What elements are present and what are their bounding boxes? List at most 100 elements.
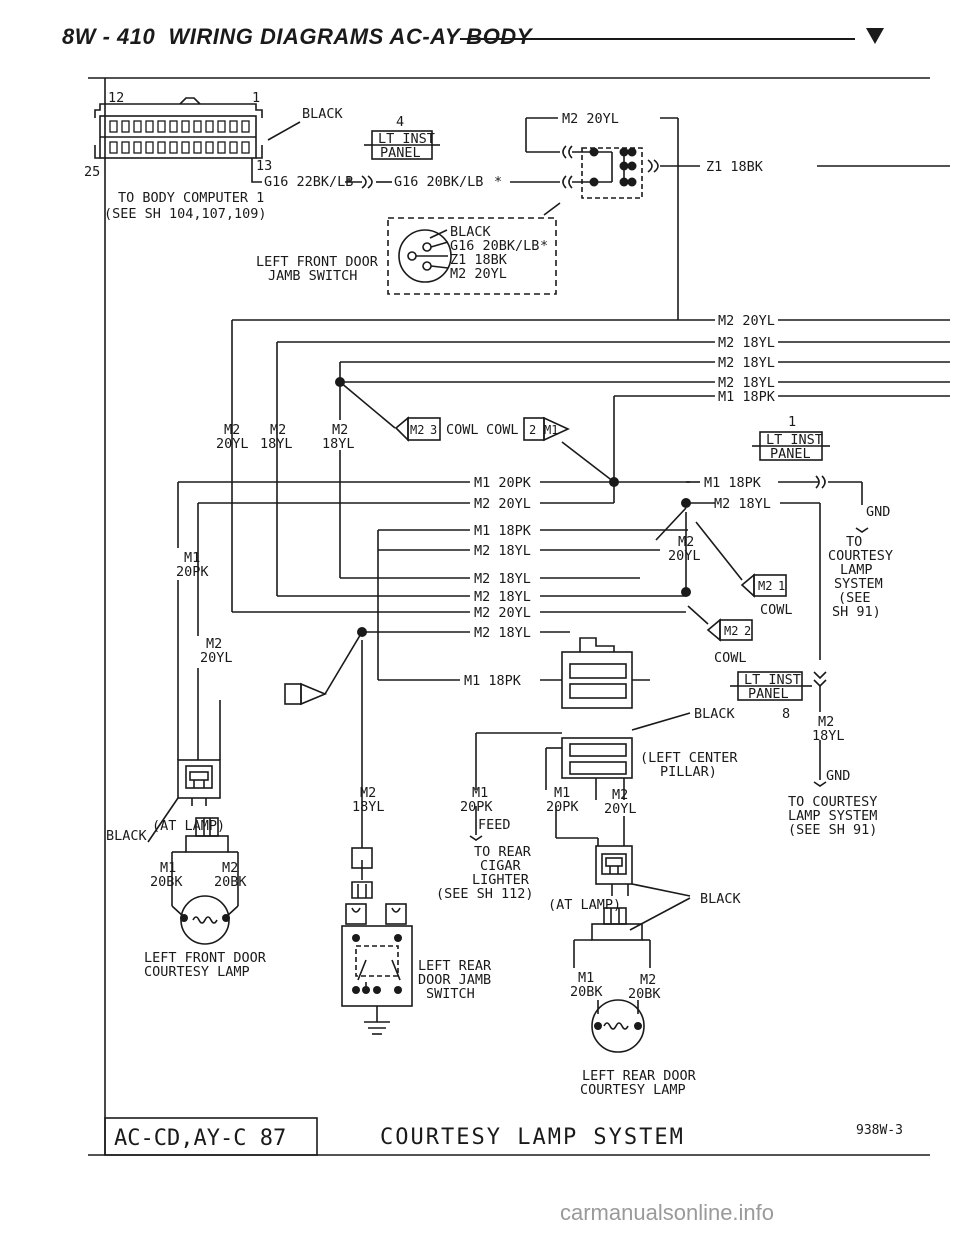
body-computer-connector bbox=[94, 97, 263, 159]
bus-label-3: M2 18YL bbox=[718, 355, 775, 371]
splice-dots bbox=[335, 377, 691, 637]
junction-label-b: 20YL bbox=[668, 548, 701, 564]
center-e2: 20BK bbox=[570, 984, 603, 1000]
left-c2: 20BK bbox=[150, 874, 183, 890]
jamb-wire-2: Z1 18BK bbox=[450, 252, 508, 268]
cowl-connector-3 bbox=[394, 416, 441, 442]
cowl-1-pin: 1 bbox=[778, 579, 785, 593]
rear-switch-label-3: SWITCH bbox=[426, 986, 475, 1002]
top-splice-block bbox=[525, 117, 950, 320]
center-at-lamp: (AT LAMP) bbox=[548, 897, 621, 913]
cowl-3-label: COWL bbox=[446, 422, 479, 438]
cowl-connector-2b bbox=[706, 618, 753, 642]
header-rule bbox=[460, 38, 855, 40]
mid-wire-7: M2 20YL bbox=[474, 605, 531, 621]
asterisk-2: * bbox=[494, 174, 502, 190]
lt-inst-low-number: 8 bbox=[782, 706, 790, 722]
mid-wire-9: M1 18PK bbox=[464, 673, 522, 689]
gnd-right-to-5: (SEE bbox=[838, 590, 871, 606]
lt-inst-right-l1: LT INST bbox=[766, 432, 823, 448]
left-b1: M2 bbox=[206, 636, 222, 652]
lt-inst-low-wire-a: M2 bbox=[818, 714, 834, 730]
mid-wire-1: M1 20PK bbox=[474, 475, 532, 491]
connector-pins bbox=[109, 120, 250, 154]
cowl-3-pin: 3 bbox=[430, 423, 437, 437]
bus-label-5: M1 18PK bbox=[718, 389, 776, 405]
lt-inst-right-wire: M1 18PK bbox=[704, 475, 762, 491]
left-lamp-label-2: COURTESY LAMP bbox=[144, 964, 250, 980]
footer-title: COURTESY LAMP SYSTEM bbox=[380, 1125, 685, 1150]
connector-color-leader bbox=[267, 121, 301, 141]
cowl-3-wire: M2 bbox=[410, 423, 424, 437]
bus-lines bbox=[232, 319, 950, 480]
center-to-3: LIGHTER bbox=[472, 872, 530, 888]
cowl-2-wire: M1 bbox=[544, 423, 558, 437]
splice-3-a: M2 bbox=[332, 422, 348, 438]
gnd-right-to-1: TO bbox=[846, 534, 862, 550]
gnd-right-label: GND bbox=[866, 504, 890, 520]
center-pillar-1: (LEFT CENTER bbox=[640, 750, 738, 766]
rear-lamp-label-1: LEFT REAR DOOR bbox=[582, 1068, 697, 1084]
lt-inst-low-l2: PANEL bbox=[748, 686, 789, 702]
jamb-label-1: LEFT FRONT DOOR bbox=[256, 254, 379, 270]
mid-wire-4: M2 18YL bbox=[474, 543, 531, 559]
mid-wire-3: M1 18PK bbox=[474, 523, 532, 539]
splice-1-a: M2 bbox=[224, 422, 240, 438]
splice-1-b: 20YL bbox=[216, 436, 249, 452]
gnd-low-to-3: (SEE SH 91) bbox=[788, 822, 877, 838]
cowl-2b-pin: 2 bbox=[744, 624, 751, 638]
gnd-right-to-4: SYSTEM bbox=[834, 576, 883, 592]
ground-symbol-low bbox=[813, 781, 827, 787]
wire-z1-18bk: Z1 18BK bbox=[706, 159, 764, 175]
cowl-2b-label: COWL bbox=[714, 650, 747, 666]
rear-lamp-label-2: COURTESY LAMP bbox=[580, 1082, 686, 1098]
center-c1: M1 bbox=[554, 785, 570, 801]
lt-inst-right-l2: PANEL bbox=[770, 446, 811, 462]
left-c1: M1 bbox=[160, 860, 176, 876]
cowl-2-label: COWL bbox=[486, 422, 519, 438]
left-rear-door-jamb-switch bbox=[341, 640, 413, 1035]
splice-3-b: 18YL bbox=[322, 436, 355, 452]
left-b2: 20YL bbox=[200, 650, 233, 666]
center-to-2: CIGAR bbox=[480, 858, 522, 874]
center-a1: M2 bbox=[360, 785, 376, 801]
center-e1: M1 bbox=[578, 970, 594, 986]
asterisk-3: * bbox=[540, 238, 548, 254]
center-color-label: BLACK bbox=[700, 891, 742, 907]
center-to-4: (SEE SH 112) bbox=[436, 886, 534, 902]
bus-label-1: M2 20YL bbox=[718, 313, 775, 329]
left-rear-lamp-connector bbox=[573, 845, 691, 1053]
center-a2: 18YL bbox=[352, 799, 385, 815]
mid-wire-6: M2 18YL bbox=[474, 589, 531, 605]
gnd-low-label: GND bbox=[826, 768, 850, 784]
center-b1: M1 bbox=[472, 785, 488, 801]
lt-inst-top-l2: PANEL bbox=[380, 145, 421, 161]
lt-inst-low-wire-b: 18YL bbox=[812, 728, 845, 744]
cowl-connector-2 bbox=[523, 416, 570, 442]
rear-switch-label-1: LEFT REAR bbox=[418, 958, 492, 974]
center-to-1: TO REAR bbox=[474, 844, 532, 860]
center-b2: 20PK bbox=[460, 799, 493, 815]
left-color-label: BLACK bbox=[106, 828, 148, 844]
pin-end-label: 1 bbox=[252, 90, 260, 106]
wire-g16-20bk: G16 20BK/LB bbox=[394, 174, 483, 190]
connector-color-label: BLACK bbox=[302, 106, 344, 122]
lt-inst-right-number: 1 bbox=[788, 414, 796, 430]
page-number: 8W - 410 bbox=[62, 24, 156, 49]
mid-wires bbox=[178, 480, 690, 681]
left-at-lamp: (AT LAMP) bbox=[152, 818, 225, 834]
pin-low-label: 25 bbox=[84, 164, 100, 180]
g16-wire-pin13 bbox=[251, 158, 262, 183]
cowl-connector-1 bbox=[740, 573, 787, 598]
lt-inst-top-l1: LT INST bbox=[378, 131, 435, 147]
junction-label-a: M2 bbox=[678, 534, 694, 550]
left-front-door-jamb-switch bbox=[387, 217, 557, 295]
mid-wire-2: M2 20YL bbox=[474, 496, 531, 512]
splice-2-b: 18YL bbox=[260, 436, 293, 452]
gnd-right-to-3: LAMP bbox=[840, 562, 873, 578]
page-header: 8W - 410 WIRING DIAGRAMS AC-AY BODY bbox=[0, 0, 960, 70]
center-f2: 20BK bbox=[628, 986, 661, 1002]
left-lamp-label-1: LEFT FRONT DOOR bbox=[144, 950, 267, 966]
center-d2: 20YL bbox=[604, 801, 637, 817]
left-a2: 20PK bbox=[176, 564, 209, 580]
